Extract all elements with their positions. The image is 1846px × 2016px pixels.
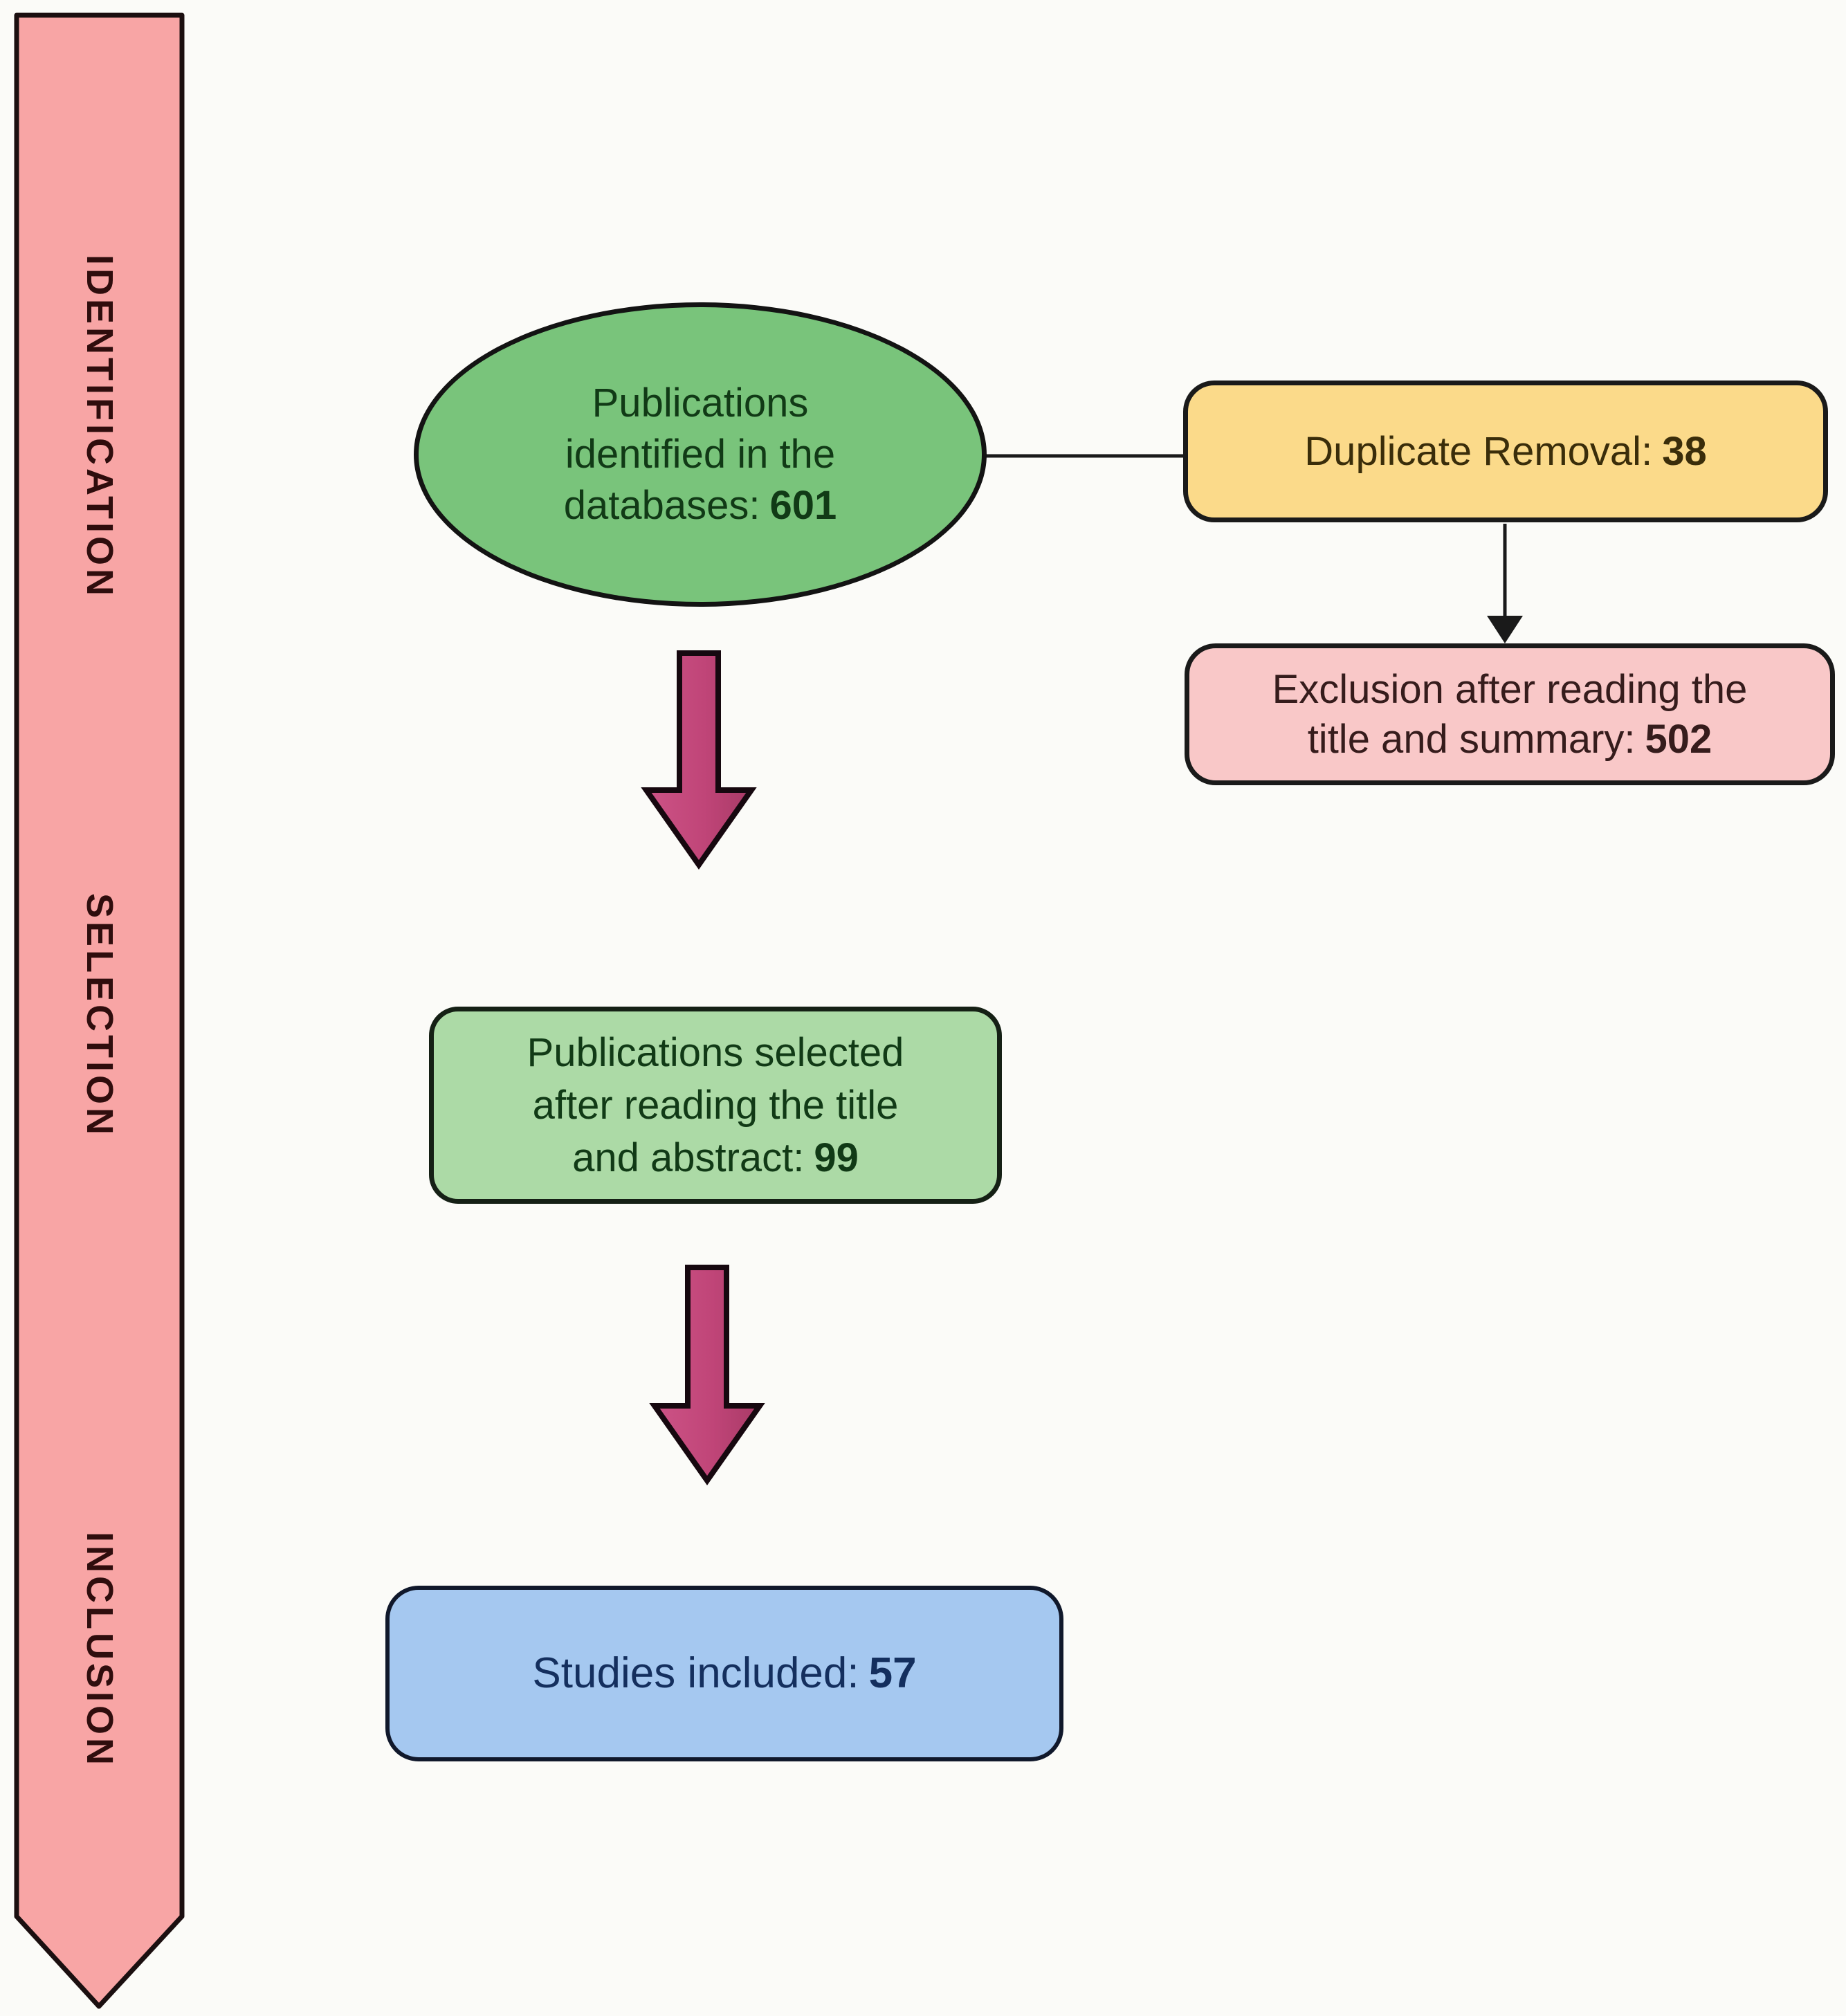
identified-count: 601	[769, 483, 837, 528]
identified-line-1: Publications	[592, 381, 809, 425]
flow-arrow-1	[641, 650, 757, 870]
exclusion-count: 502	[1645, 716, 1712, 762]
selected-line-1: Publications selected	[527, 1029, 904, 1075]
selected-publications-box: Publications selected after reading the …	[429, 1007, 1002, 1204]
identified-line-3: databases:601	[563, 483, 837, 528]
exclusion-box: Exclusion after reading the title and su…	[1185, 643, 1835, 785]
duplicate-removal-text: Duplicate Removal:38	[1304, 428, 1707, 474]
selected-line-2: after reading the title	[532, 1082, 899, 1128]
flow-arrow-2	[649, 1265, 765, 1485]
exclusion-line-1: Exclusion after reading the	[1272, 666, 1748, 712]
included-studies-box: Studies included:57	[385, 1586, 1063, 1761]
phase-label-selection: SELECTION	[79, 892, 120, 1139]
phase-label-inclusion: INCLUSION	[79, 1532, 120, 1768]
identified-publications-ellipse: Publications identified in the databases…	[414, 302, 987, 607]
duplicate-removal-box: Duplicate Removal:38	[1183, 381, 1828, 522]
selected-line-3: and abstract:99	[572, 1135, 859, 1180]
duplicate-count: 38	[1662, 428, 1707, 474]
selected-count: 99	[814, 1135, 859, 1180]
phase-label-identification: IDENTIFICATION	[79, 255, 120, 599]
included-count: 57	[868, 1649, 917, 1697]
included-text: Studies included:57	[532, 1649, 917, 1697]
phase-ribbon-arrow	[14, 12, 185, 2009]
exclusion-arrow	[1487, 524, 1523, 643]
identified-line-2: identified in the	[565, 432, 836, 477]
exclusion-line-2: title and summary:502	[1307, 716, 1712, 762]
